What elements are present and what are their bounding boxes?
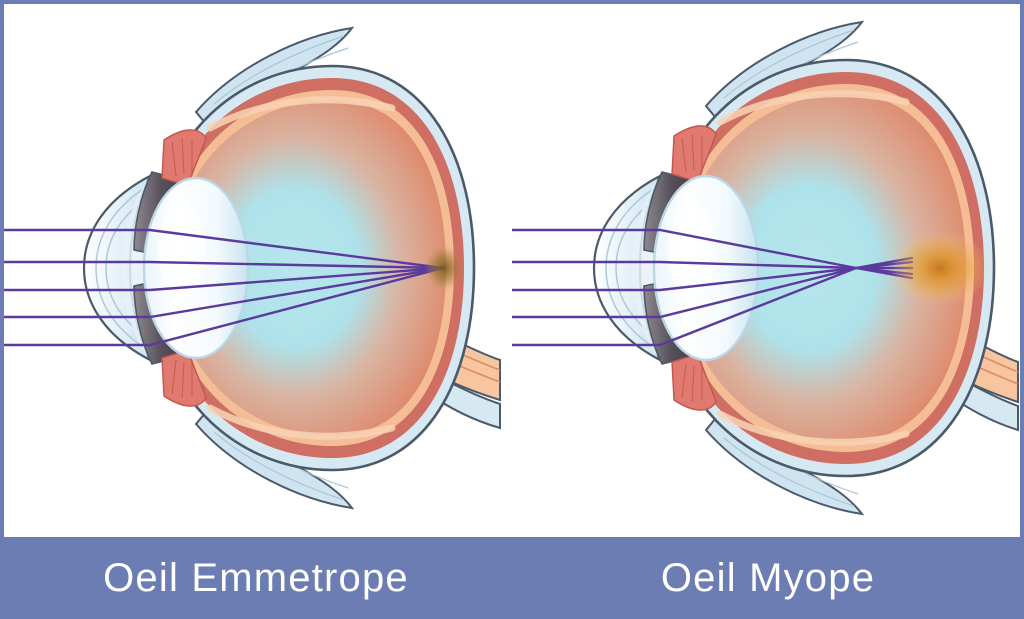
eye-myope-svg (512, 20, 1019, 516)
retina-highlights (716, 90, 910, 446)
light-rays-emmetrope (0, 228, 445, 347)
macula-focus-point (425, 246, 463, 290)
eye-diagram-emmetrope (0, 0, 512, 537)
eye-emmetrope-svg (0, 26, 501, 510)
eye-diagram-myope (512, 0, 1024, 537)
diagram-area (0, 0, 1024, 537)
caption-bar: Oeil Emmetrope Oeil Myope (0, 537, 1024, 619)
caption-cell-emmetrope: Oeil Emmetrope (0, 537, 512, 619)
retina-highlights (206, 96, 396, 440)
caption-label-myope: Oeil Myope (660, 556, 876, 600)
caption-label-emmetrope: Oeil Emmetrope (103, 556, 409, 600)
anterior-segment (592, 125, 760, 411)
blurred-focus-spot (890, 230, 990, 306)
caption-cell-myope: Oeil Myope (512, 537, 1024, 619)
vitreous-body (172, 100, 446, 436)
light-rays-myope (512, 228, 914, 347)
